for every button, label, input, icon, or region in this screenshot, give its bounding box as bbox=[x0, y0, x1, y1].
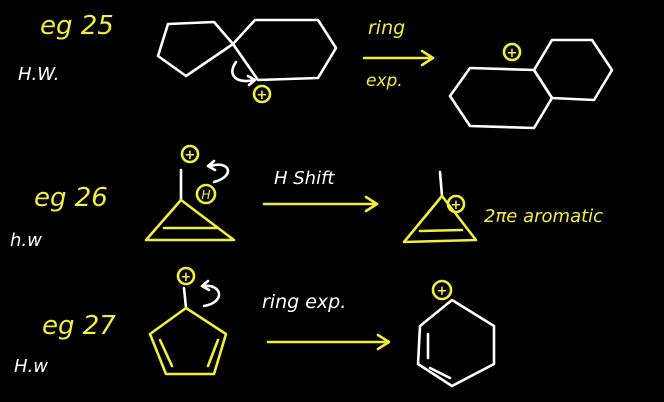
product-ring bbox=[402, 194, 478, 244]
hydrogen-symbol: H bbox=[201, 188, 210, 202]
product-27-cation-sign: + bbox=[437, 284, 448, 299]
example-26: eg 26 h.w + H H Shift + 2πe arom bbox=[10, 144, 603, 251]
arrow-25-top-label: ring bbox=[368, 17, 405, 39]
cyclopropene-ring bbox=[144, 198, 236, 242]
arrow-26-head bbox=[364, 195, 379, 213]
hydrogen-circle bbox=[195, 183, 217, 205]
example-27: eg 27 H.w + ring exp. + bbox=[14, 266, 496, 388]
example-26-label: eg 26 bbox=[34, 183, 108, 213]
cyclohexane-ring bbox=[231, 18, 338, 82]
arrow-25-bottom-label: exp. bbox=[366, 71, 403, 91]
example-25-hw: H.W. bbox=[18, 64, 59, 85]
product-left-ring bbox=[448, 66, 554, 130]
product-26-cation-circle bbox=[446, 194, 466, 214]
product-cation-circle bbox=[502, 42, 522, 62]
bond-shift-arrowhead bbox=[246, 74, 257, 87]
arrow-27-top-label: ring exp. bbox=[262, 291, 346, 313]
reactant-27-cation-circle bbox=[176, 266, 196, 286]
ring-double-bond-right bbox=[206, 338, 220, 368]
cyclopentadiene-reactant: + bbox=[148, 266, 228, 376]
arrow-25-head bbox=[420, 49, 435, 67]
ring-expansion-curved-arrow bbox=[202, 284, 221, 308]
product-methyl-bond bbox=[438, 170, 444, 198]
bond-shift-curved-arrow bbox=[231, 60, 256, 83]
cyclopropenyl-product: + 2πe aromatic bbox=[402, 170, 603, 244]
ring-double-bond-left bbox=[158, 338, 174, 368]
cyclopentane-ring bbox=[156, 20, 235, 78]
six-membered-ring bbox=[416, 298, 496, 388]
arrow-26-top-label: H Shift bbox=[274, 168, 335, 189]
reactant-cation-circle bbox=[180, 144, 200, 164]
decalin-product: + bbox=[448, 38, 614, 130]
five-membered-ring bbox=[148, 306, 228, 376]
cyclopropyl-reactant: + H bbox=[144, 144, 236, 242]
reaction-arrow-26: H Shift bbox=[262, 168, 379, 213]
spiro-reactant: + bbox=[156, 18, 338, 104]
hydride-shift-arrowhead bbox=[206, 159, 217, 172]
cyclohexadienyl-product: + bbox=[416, 279, 496, 388]
reactant-cation-sign: + bbox=[185, 148, 196, 163]
reaction-arrow-27: ring exp. bbox=[262, 291, 391, 351]
product-27-cation-circle bbox=[431, 279, 453, 301]
product-double-bond bbox=[418, 228, 464, 233]
ring-expansion-arrowhead bbox=[200, 279, 211, 292]
product-double-bond-2 bbox=[428, 366, 452, 380]
product-right-ring bbox=[532, 38, 614, 102]
example-27-hw: H.w bbox=[14, 356, 48, 377]
example-26-hw: h.w bbox=[10, 230, 42, 251]
hydride-shift-curved-arrow bbox=[208, 163, 230, 184]
example-25-label: eg 25 bbox=[40, 11, 114, 41]
cation-circle bbox=[252, 84, 272, 104]
arrow-27-head bbox=[376, 333, 391, 351]
reactant-27-cation-sign: + bbox=[181, 270, 192, 285]
product-26-cation-sign: + bbox=[451, 198, 462, 213]
example-25: eg 25 H.W. + ring exp. + bbox=[18, 11, 614, 130]
example-27-label: eg 27 bbox=[42, 311, 116, 341]
cation-sign: + bbox=[257, 88, 268, 103]
aromatic-note: 2πe aromatic bbox=[484, 206, 603, 227]
product-cation-sign: + bbox=[507, 46, 518, 61]
exocyclic-bond bbox=[182, 286, 188, 310]
reaction-arrow-25: ring exp. bbox=[362, 17, 435, 91]
